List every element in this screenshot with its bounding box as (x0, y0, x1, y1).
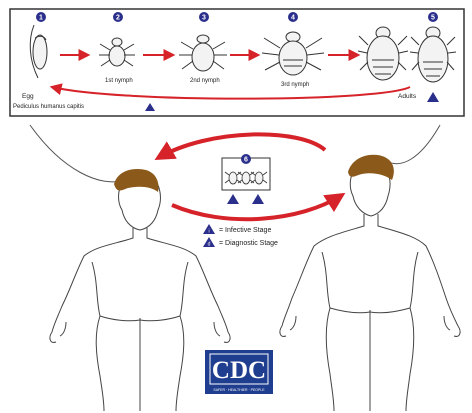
infective-marker-inset-2 (252, 194, 264, 204)
egg-caption: Pediculus humanus capitis (13, 104, 84, 110)
hair-patch-left (114, 169, 159, 192)
cdc-logo: CDC SAFER · HEALTHIER · PEOPLE (205, 350, 273, 394)
legend-infective-label: = Infective Stage (219, 227, 271, 234)
human-figure-left (50, 176, 230, 411)
hair-strand-right (385, 125, 440, 164)
legend-infective-icon: i (203, 224, 215, 235)
step-badge-2: 2 (113, 12, 123, 22)
cdc-logo-caption: SAFER · HEALTHIER · PEOPLE (213, 388, 265, 392)
cdc-logo-text: CDC (212, 357, 266, 384)
step-badge-3: 3 (199, 12, 209, 22)
legend-diagnostic-marker: d (208, 242, 211, 248)
nymph1-label: 1st nymph (105, 78, 133, 84)
infective-marker-inset-1 (227, 194, 239, 204)
step-badge-4: 4 (288, 12, 298, 22)
nymph2-label: 2nd nymph (190, 78, 220, 84)
svg-text:2: 2 (116, 15, 120, 22)
transmission-number: 6 (244, 157, 248, 164)
transmission-arrow-right-to-left (158, 134, 325, 158)
legend-infective-marker: i (208, 229, 209, 235)
svg-text:1: 1 (39, 15, 43, 22)
transmission-inset: 6 (222, 154, 270, 190)
svg-text:4: 4 (291, 15, 295, 22)
legend-diagnostic-label: = Diagnostic Stage (219, 240, 278, 247)
nymph3-label: 3rd nymph (281, 82, 309, 88)
step-badge-5: 5 (428, 12, 438, 22)
legend: i = Infective Stage d = Diagnostic Stage (203, 224, 278, 248)
legend-diagnostic-icon: d (203, 237, 215, 248)
svg-text:5: 5 (431, 15, 435, 22)
svg-text:3: 3 (202, 15, 206, 22)
life-cycle-panel: 1 2 3 4 5 Egg Pediculus humanus capitis (10, 9, 464, 116)
hair-patch-right (348, 155, 394, 180)
step-badge-1: 1 (36, 12, 46, 22)
hair-strand-left (30, 125, 125, 182)
adults-label: Adults (398, 93, 417, 100)
human-figure-right (280, 165, 460, 411)
egg-label: Egg (22, 93, 34, 100)
